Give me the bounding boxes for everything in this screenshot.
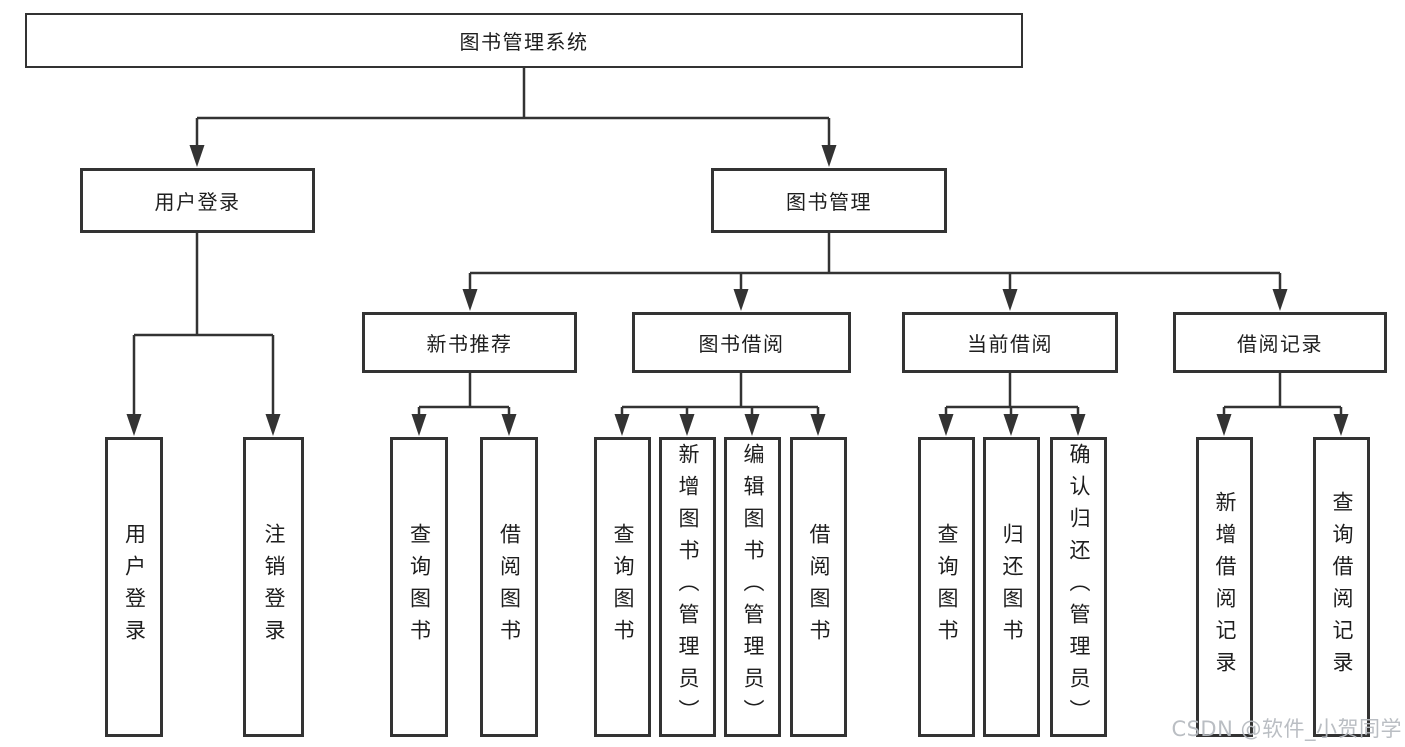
node-root-label: 图书管理系统: [459, 30, 589, 54]
node-edit-book-admin-label: 编辑图书（管理员）: [741, 443, 765, 731]
node-query-books-recommend-label: 查询图书: [407, 523, 432, 651]
node-current-borrow: 当前借阅: [902, 312, 1118, 373]
arrow-down-icon: [265, 414, 281, 436]
node-logout: 注销登录: [243, 437, 304, 737]
node-confirm-return-admin: 确认归还（管理员）: [1050, 437, 1107, 737]
node-add-book-admin-label: 新增图书（管理员）: [676, 443, 700, 731]
node-book-management: 图书管理: [711, 168, 947, 233]
node-query-books-borrow-label: 查询图书: [611, 523, 635, 651]
arrow-down-icon: [189, 145, 205, 167]
node-borrow-books-action-label: 借阅图书: [807, 523, 831, 651]
node-book-management-label: 图书管理: [786, 190, 872, 214]
arrow-down-icon: [679, 414, 695, 436]
node-add-borrow-record-label: 新增借阅记录: [1213, 491, 1237, 683]
arrow-down-icon: [1216, 414, 1232, 436]
node-user-login-action-label: 用户登录: [122, 523, 147, 651]
node-borrow-books-recommend-label: 借阅图书: [497, 523, 522, 651]
node-user-login: 用户登录: [80, 168, 315, 233]
tree-edges: [132, 68, 1343, 417]
arrow-down-icon: [411, 414, 427, 436]
node-root: 图书管理系统: [25, 13, 1023, 68]
node-query-books-borrow: 查询图书: [594, 437, 651, 737]
arrow-down-icon: [614, 414, 630, 436]
node-logout-label: 注销登录: [262, 523, 286, 651]
node-add-borrow-record: 新增借阅记录: [1196, 437, 1253, 737]
node-borrow-records: 借阅记录: [1173, 312, 1387, 373]
node-return-book-label: 归还图书: [1000, 523, 1024, 651]
node-new-book-recommend-label: 新书推荐: [426, 332, 513, 356]
node-new-book-recommend: 新书推荐: [362, 312, 577, 373]
arrow-down-icon: [744, 414, 760, 436]
node-query-borrow-record: 查询借阅记录: [1313, 437, 1370, 737]
arrow-down-icon: [501, 414, 517, 436]
arrow-down-icon: [1003, 414, 1019, 436]
node-book-borrow: 图书借阅: [632, 312, 851, 373]
node-query-borrow-record-label: 查询借阅记录: [1330, 491, 1354, 683]
node-user-login-label: 用户登录: [154, 190, 241, 214]
arrow-down-icon: [1272, 289, 1288, 311]
arrow-down-icon: [1002, 289, 1018, 311]
arrow-down-icon: [821, 145, 837, 167]
arrow-down-icon: [810, 414, 826, 436]
arrow-down-icon: [126, 414, 142, 436]
arrow-down-icon: [733, 289, 749, 311]
arrowhead-icons: [126, 145, 1349, 436]
node-edit-book-admin: 编辑图书（管理员）: [724, 437, 781, 737]
arrow-down-icon: [1333, 414, 1349, 436]
node-borrow-books-action: 借阅图书: [790, 437, 847, 737]
node-borrow-records-label: 借阅记录: [1237, 332, 1323, 356]
node-add-book-admin: 新增图书（管理员）: [659, 437, 716, 737]
arrow-down-icon: [462, 289, 478, 311]
node-user-login-action: 用户登录: [105, 437, 163, 737]
csdn-watermark: CSDN @软件_小贺同学: [1171, 717, 1402, 741]
node-query-books-current-label: 查询图书: [935, 523, 959, 651]
arrow-down-icon: [938, 414, 954, 436]
node-return-book: 归还图书: [983, 437, 1040, 737]
node-book-borrow-label: 图书借阅: [698, 332, 785, 356]
node-borrow-books-recommend: 借阅图书: [480, 437, 538, 737]
node-query-books-recommend: 查询图书: [390, 437, 448, 737]
node-confirm-return-admin-label: 确认归还（管理员）: [1067, 443, 1091, 731]
node-current-borrow-label: 当前借阅: [967, 332, 1053, 356]
arrow-down-icon: [1070, 414, 1086, 436]
node-query-books-current: 查询图书: [918, 437, 975, 737]
